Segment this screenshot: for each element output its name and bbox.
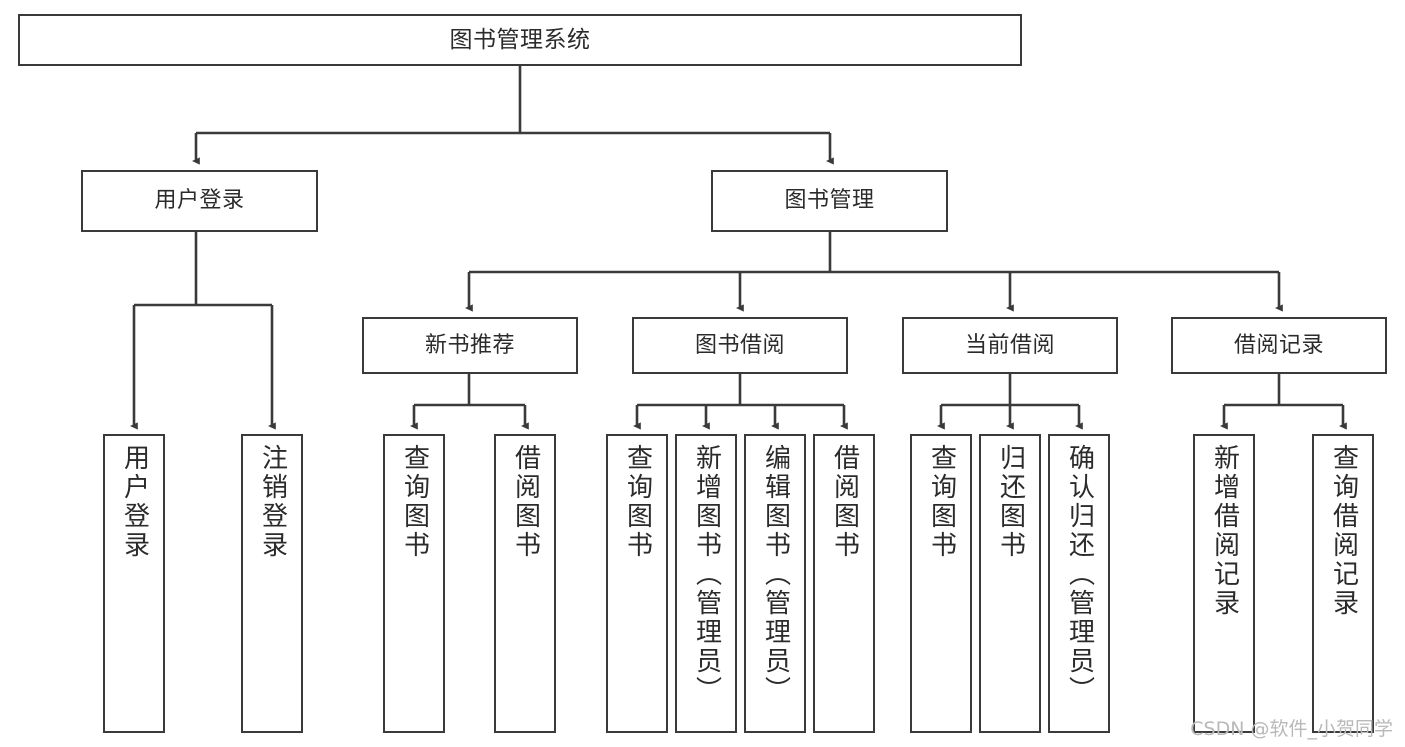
leaf-query-record[interactable]: 查询借阅记录	[1312, 434, 1374, 733]
leaf-query-book-3[interactable]: 查询图书	[910, 434, 972, 733]
node-label: 查询图书	[926, 444, 957, 560]
node-label: 新增图书（管理员）	[691, 444, 722, 705]
watermark-text: CSDN @软件_小贺同学	[1190, 718, 1393, 740]
node-label: 查询图书	[622, 444, 653, 560]
node-label: 用户登录	[154, 188, 245, 214]
node-label: 用户登录	[119, 444, 150, 560]
node-label: 图书管理系统	[449, 26, 591, 53]
node-label: 编辑图书（管理员）	[760, 444, 791, 705]
node-root-book-management-system[interactable]: 图书管理系统	[18, 14, 1022, 66]
leaf-add-record[interactable]: 新增借阅记录	[1193, 434, 1255, 733]
node-label: 借阅图书	[829, 444, 860, 560]
node-label: 新书推荐	[424, 332, 515, 358]
node-borrow-record[interactable]: 借阅记录	[1171, 317, 1387, 374]
leaf-user-login[interactable]: 用户登录	[103, 434, 165, 733]
node-label: 借阅图书	[510, 444, 541, 560]
leaf-query-book-2[interactable]: 查询图书	[606, 434, 668, 733]
node-label: 注销登录	[257, 444, 288, 560]
node-book-management[interactable]: 图书管理	[711, 170, 948, 232]
leaf-borrow-book-1[interactable]: 借阅图书	[494, 434, 556, 733]
node-label: 当前借阅	[964, 332, 1055, 358]
node-label: 借阅记录	[1233, 332, 1324, 358]
node-user-login[interactable]: 用户登录	[81, 170, 318, 232]
node-label: 查询图书	[399, 444, 430, 560]
leaf-logout-login[interactable]: 注销登录	[241, 434, 303, 733]
node-current-borrow[interactable]: 当前借阅	[902, 317, 1118, 374]
node-label: 查询借阅记录	[1328, 444, 1359, 618]
leaf-edit-book[interactable]: 编辑图书（管理员）	[744, 434, 806, 733]
leaf-return-book[interactable]: 归还图书	[979, 434, 1041, 733]
node-label: 归还图书	[995, 444, 1026, 560]
node-book-borrow[interactable]: 图书借阅	[632, 317, 848, 374]
leaf-confirm-return[interactable]: 确认归还（管理员）	[1048, 434, 1110, 733]
node-label: 图书借阅	[694, 332, 785, 358]
node-label: 新增借阅记录	[1209, 444, 1240, 618]
leaf-add-book[interactable]: 新增图书（管理员）	[675, 434, 737, 733]
node-new-book-recommend[interactable]: 新书推荐	[362, 317, 578, 374]
node-label: 确认归还（管理员）	[1064, 444, 1095, 705]
leaf-borrow-book-2[interactable]: 借阅图书	[813, 434, 875, 733]
node-label: 图书管理	[784, 188, 875, 214]
leaf-query-book-1[interactable]: 查询图书	[383, 434, 445, 733]
